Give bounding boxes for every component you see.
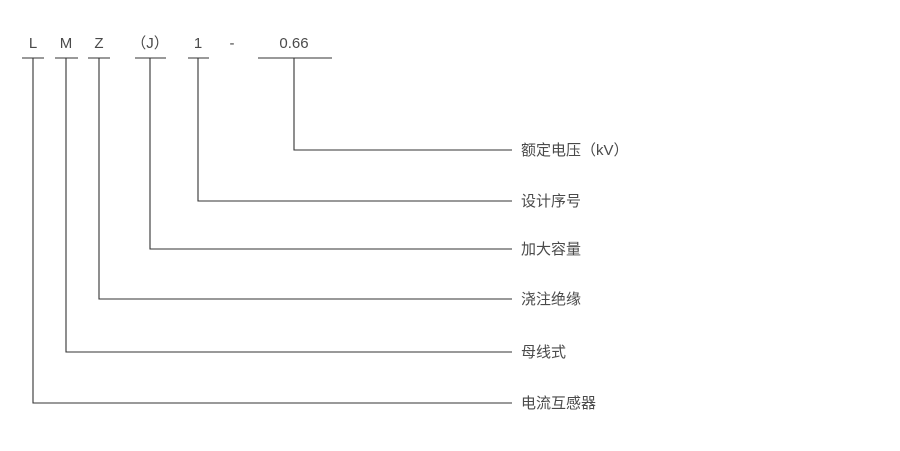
code-char-Z: Z (94, 35, 103, 52)
callout-label-design-serial: 设计序号 (521, 193, 581, 210)
callout-label-rated-voltage: 额定电压（kV） (521, 142, 629, 159)
leader-line-design-serial (197, 58, 512, 202)
callout-label-current-transformer: 电流互感器 (521, 395, 596, 412)
model-code-row: L M Z （J） 1 - 0.66 (29, 35, 309, 52)
code-char-kv: 0.66 (279, 35, 308, 52)
code-char-dash: - (230, 35, 235, 52)
code-char-one: 1 (194, 35, 202, 52)
leader-line-busbar-type (65, 58, 512, 353)
callout-label-busbar-type: 母线式 (521, 344, 566, 361)
leader-line-increased-capacity (149, 58, 512, 250)
code-char-L: L (29, 35, 37, 52)
callout-label-increased-capacity: 加大容量 (521, 241, 581, 258)
code-char-M: M (60, 35, 73, 52)
leader-line-rated-voltage (293, 58, 512, 151)
code-char-J: （J） (131, 35, 169, 52)
callout-label-cast-insulation: 浇注绝缘 (521, 291, 581, 308)
leader-line-cast-insulation (98, 58, 512, 300)
leader-lines (32, 58, 512, 404)
leader-line-current-transformer (32, 58, 512, 404)
